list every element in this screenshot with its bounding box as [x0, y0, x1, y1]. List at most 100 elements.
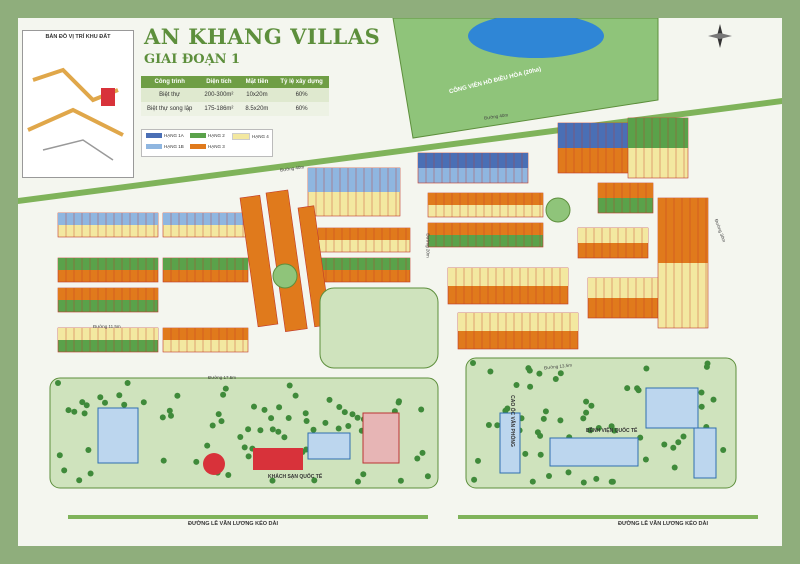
tree	[608, 423, 615, 430]
legend: HẠNG 1A HẠNG 1B HẠNG 2 HẠNG 3 HẠNG 4	[141, 129, 273, 157]
tree	[661, 441, 668, 448]
tree	[642, 456, 649, 463]
col-header: Diện tích	[198, 76, 240, 88]
tree	[303, 418, 310, 424]
tree	[85, 447, 92, 453]
tree	[583, 409, 590, 416]
cell: 60%	[274, 88, 329, 102]
col-header: Mặt tiền	[239, 76, 275, 88]
tree	[65, 407, 72, 414]
site-plan-drawing	[18, 18, 782, 519]
tree	[522, 450, 529, 457]
tree	[588, 402, 595, 409]
tree	[540, 415, 547, 422]
hospital-building-1	[549, 437, 639, 467]
tree	[494, 422, 501, 429]
tree	[349, 411, 356, 418]
tree	[670, 444, 677, 451]
tree	[536, 370, 543, 377]
villa-block-row	[318, 258, 410, 270]
poi-office: CAO ỐC VĂN PHÒNG	[508, 395, 515, 447]
tree	[698, 403, 705, 410]
legend-item-hang-1b: HẠNG 1B	[146, 144, 184, 149]
tree	[292, 392, 299, 399]
tree	[580, 479, 587, 486]
tree	[174, 392, 181, 399]
tree	[419, 449, 426, 456]
villa-block-slanted	[265, 189, 308, 332]
tree	[595, 425, 602, 431]
office-building	[499, 412, 521, 474]
tree	[671, 464, 678, 471]
hotel-building-4	[362, 412, 400, 464]
tree	[504, 405, 511, 412]
tree	[354, 414, 361, 421]
tree	[341, 409, 348, 416]
legend-swatch	[190, 133, 206, 138]
tree	[268, 415, 275, 422]
tree	[261, 406, 268, 413]
tree	[529, 478, 536, 485]
tree	[241, 444, 248, 451]
tree	[286, 382, 293, 389]
tree	[79, 399, 86, 406]
tree	[345, 423, 352, 429]
villa-block-row	[428, 223, 543, 235]
tree	[245, 426, 252, 433]
tree	[275, 428, 282, 435]
cell: 10x20m	[239, 88, 275, 102]
tree	[166, 407, 173, 414]
tree	[215, 411, 222, 418]
tree	[637, 434, 644, 441]
cell: 200-300m²	[198, 88, 240, 102]
tree	[534, 429, 541, 436]
tree	[583, 398, 590, 405]
villa-block-row	[308, 168, 400, 192]
tree	[587, 427, 594, 434]
villa-block-row	[558, 123, 633, 148]
road-label: Đường 17.5m	[208, 375, 236, 380]
road-label-le-van-luong-left: ĐƯỜNG LÊ VĂN LƯƠNG KÉO DÀI	[188, 521, 279, 527]
tree	[140, 399, 147, 406]
tree	[116, 392, 123, 399]
legend-item-hang-3: HẠNG 3	[190, 144, 225, 149]
villa-blocks	[57, 117, 709, 353]
villa-block-row	[318, 228, 410, 240]
tree	[593, 475, 600, 482]
villa-block-row	[163, 328, 248, 340]
tree	[245, 453, 252, 460]
villa-block-row	[418, 153, 528, 168]
legend-swatch	[146, 144, 162, 149]
villa-block-slanted	[239, 194, 279, 328]
legend-item-hang-1a: HẠNG 1A	[146, 133, 184, 138]
tree	[526, 367, 533, 374]
tree	[310, 426, 317, 433]
tree	[71, 408, 78, 415]
villa-block-row	[448, 268, 568, 286]
tree	[97, 394, 104, 401]
villa-block-row	[58, 258, 158, 270]
hotel-pavilion	[203, 453, 225, 475]
hotel-building-3	[307, 432, 351, 460]
tree	[542, 408, 549, 415]
legend-swatch	[190, 144, 206, 149]
tree	[237, 434, 244, 440]
villa-block-row	[428, 193, 543, 205]
spec-table: Công trình Diện tích Mặt tiền Tỷ lệ xây …	[141, 76, 329, 116]
tree	[624, 385, 631, 392]
villa-block-row	[163, 213, 248, 225]
tree	[302, 410, 309, 417]
tree	[269, 426, 276, 433]
tree	[470, 360, 476, 366]
villa-block-row	[598, 183, 653, 198]
tree	[609, 478, 616, 485]
tree	[680, 433, 687, 440]
tree	[513, 382, 520, 388]
tree	[311, 477, 318, 484]
tree	[81, 410, 88, 417]
tree	[580, 415, 587, 422]
tree	[269, 477, 276, 484]
tree	[257, 427, 264, 434]
project-title: AN KHANG VILLAS	[144, 24, 381, 49]
cell: 60%	[274, 102, 329, 116]
